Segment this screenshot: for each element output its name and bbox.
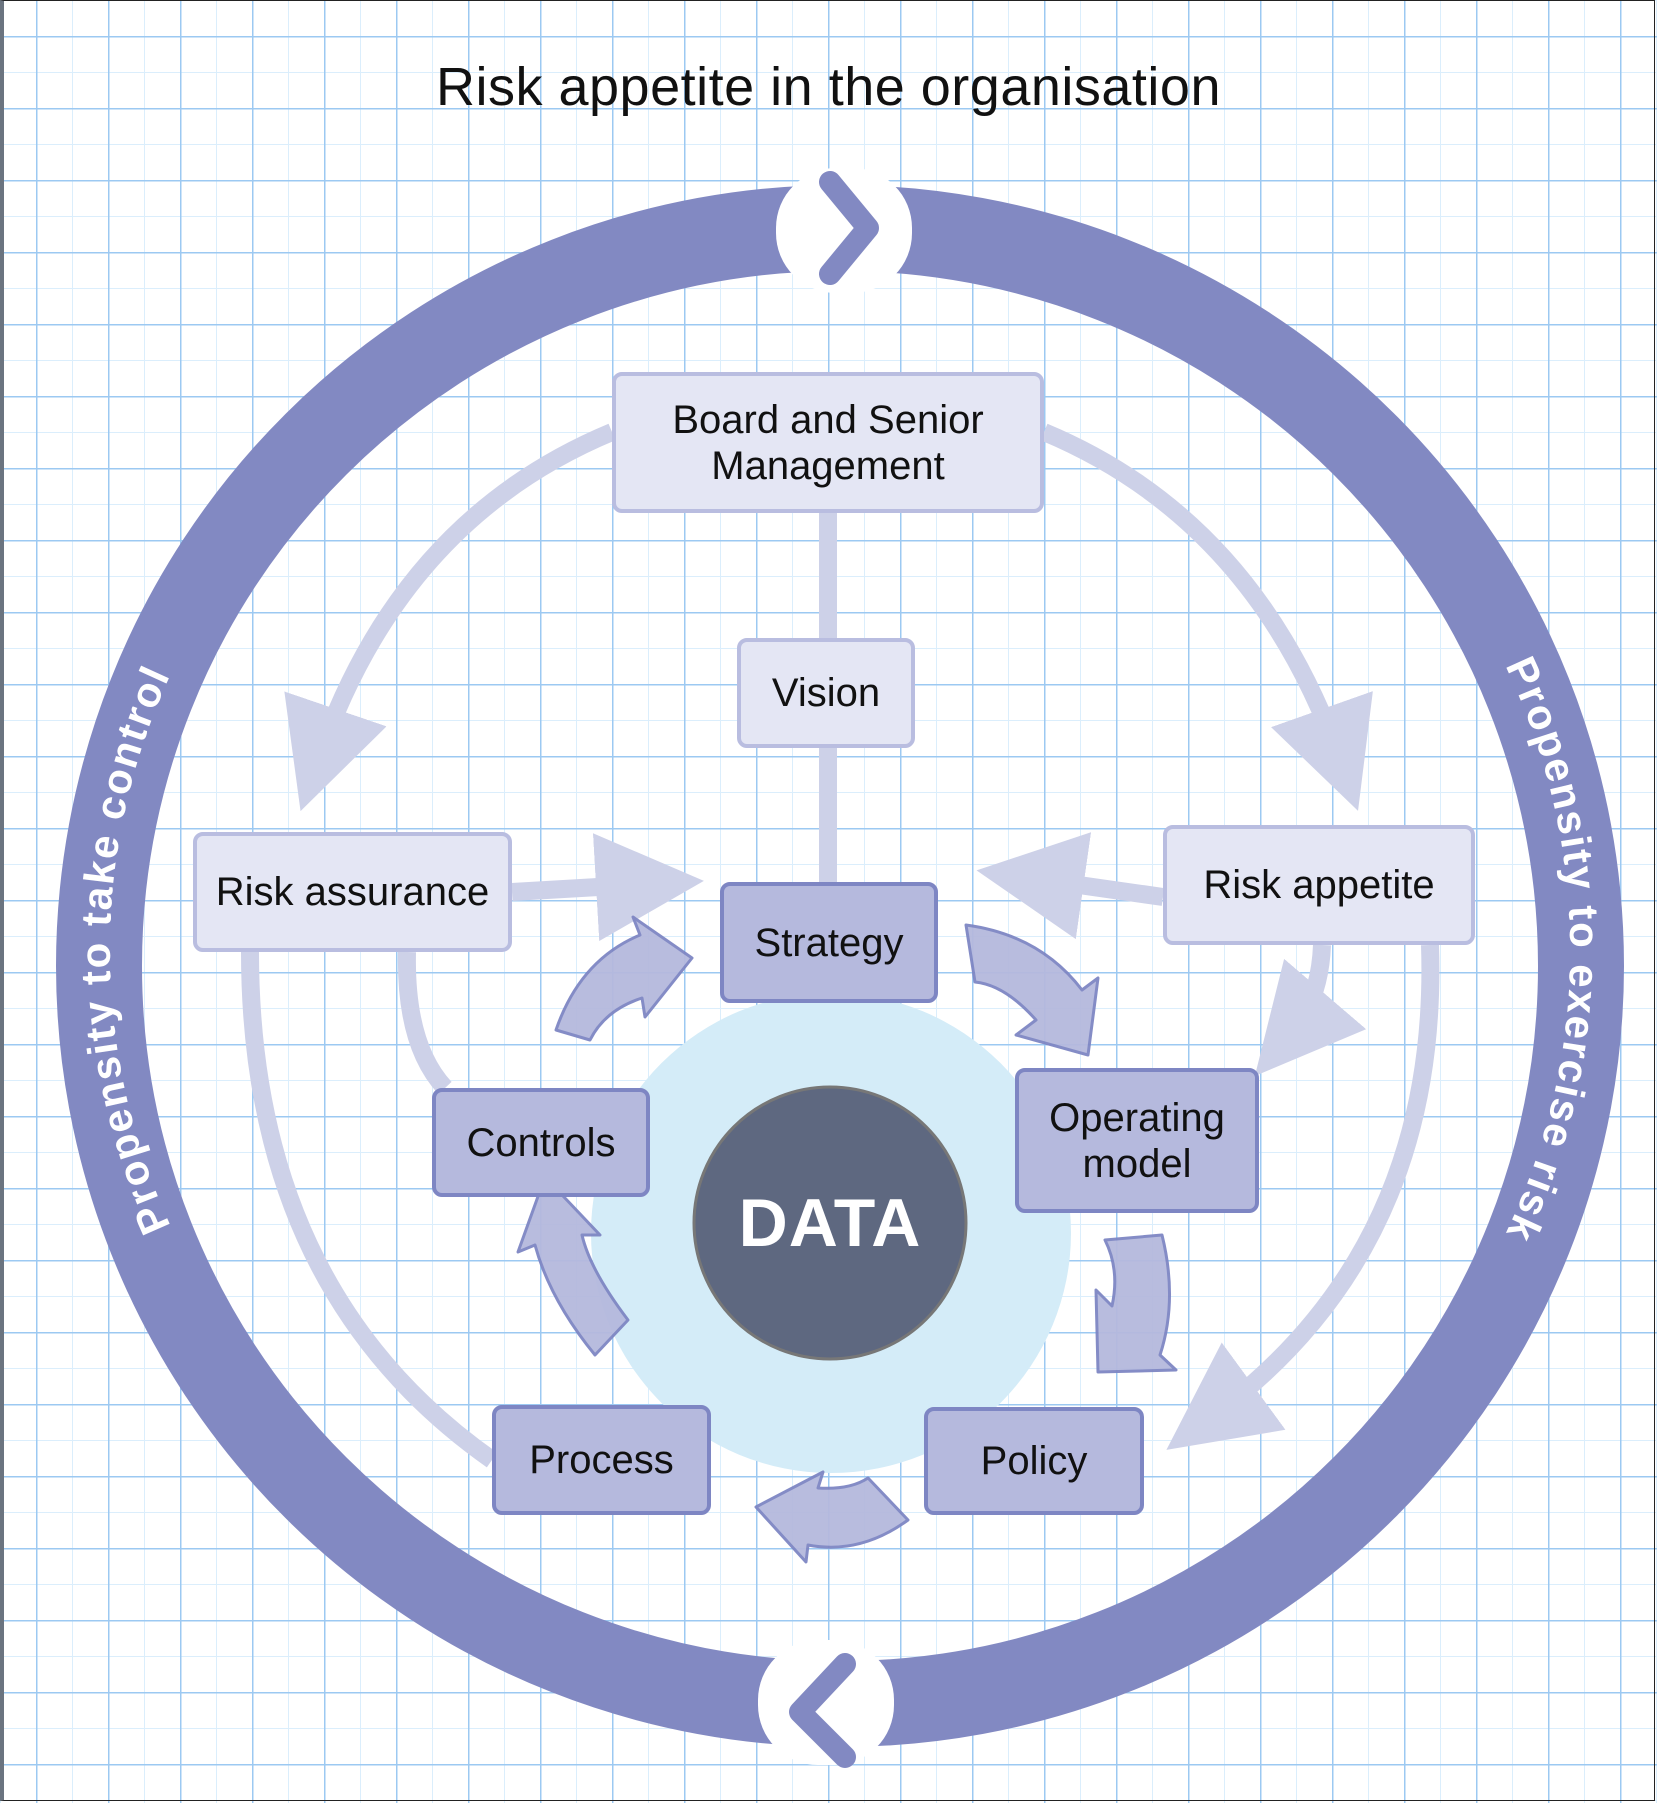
page-title: Risk appetite in the organisation [436, 57, 1221, 117]
chevron-right-icon [819, 171, 879, 285]
connector-risk-assurance-to-process [241, 951, 498, 1468]
node-risk-appetite[interactable]: Risk appetite [1163, 825, 1475, 945]
node-risk-assurance[interactable]: Risk assurance [193, 832, 512, 952]
arrow-board-to-risk-assurance [284, 423, 616, 812]
cycle-arrow-strategy-to-operating-model [964, 923, 1100, 1057]
connector-risk-assurance-to-controls [397, 951, 452, 1095]
node-risk-assurance-label: Risk assurance [215, 870, 490, 914]
arrow-board-to-risk-appetite [1040, 423, 1373, 811]
cycle-arrow-process-to-controls [516, 1175, 630, 1357]
node-controls-label: Controls [466, 1120, 616, 1165]
cycle-arrow-operating-model-to-policy [1094, 1233, 1178, 1374]
node-board-line-2: Management [711, 443, 945, 488]
data-label: DATA [738, 1185, 922, 1261]
chevron-left-icon [789, 1653, 856, 1768]
arrow-risk-appetite-to-strategy [976, 832, 1165, 940]
node-risk-appetite-label: Risk appetite [1203, 863, 1435, 907]
node-board-line-1: Board and Senior [672, 397, 984, 442]
node-policy[interactable]: Policy [924, 1407, 1144, 1515]
node-vision[interactable]: Vision [737, 638, 915, 748]
cycle-arrow-policy-to-process [754, 1470, 910, 1564]
node-operating-model[interactable]: Operating model [1015, 1068, 1259, 1213]
node-operating-model-line-1: Operating [1049, 1095, 1225, 1140]
node-strategy-label: Strategy [754, 920, 904, 965]
cycle-arrow-controls-to-strategy [554, 915, 694, 1042]
node-process-label: Process [529, 1438, 674, 1482]
data-circle [692, 1085, 968, 1361]
node-vision-label: Vision [771, 671, 881, 715]
arrow-risk-assurance-to-strategy [511, 833, 704, 942]
node-board-and-senior-management[interactable]: Board and Senior Management [612, 372, 1044, 513]
node-controls[interactable]: Controls [432, 1088, 650, 1197]
top-marker-gap [776, 168, 912, 293]
node-policy-label: Policy [980, 1439, 1088, 1483]
node-operating-model-line-2: model [1082, 1141, 1192, 1186]
arrow-risk-appetite-to-policy [1166, 944, 1440, 1450]
bottom-marker-gap [758, 1640, 894, 1765]
arrow-risk-appetite-to-operating-model [1254, 944, 1367, 1077]
node-process[interactable]: Process [492, 1405, 711, 1515]
node-strategy[interactable]: Strategy [720, 882, 938, 1003]
